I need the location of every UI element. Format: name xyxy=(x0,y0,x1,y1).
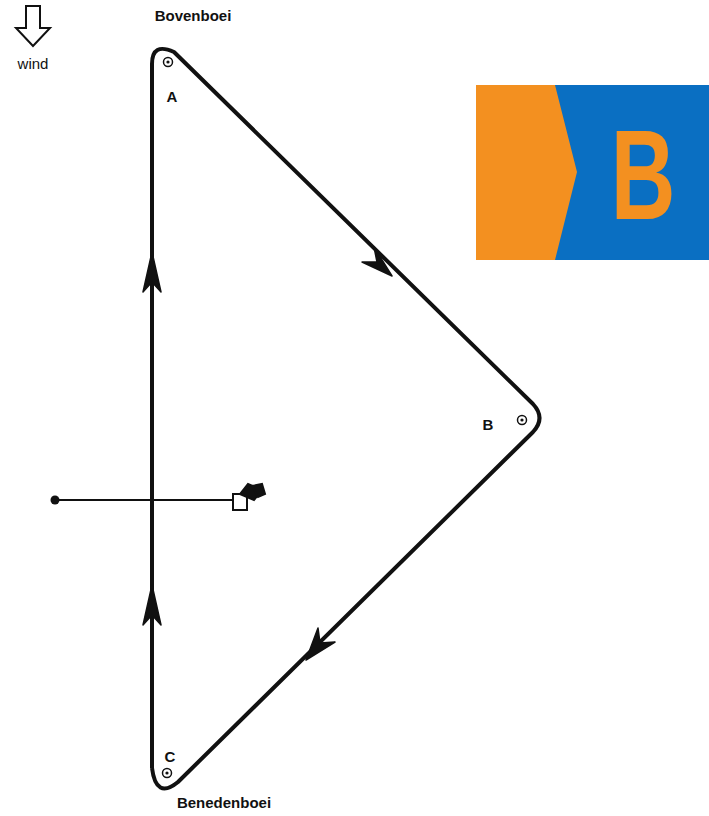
committee-boat xyxy=(233,484,265,510)
buoy-letter: C xyxy=(165,749,176,764)
course-arrowheads xyxy=(143,247,392,660)
logo-letter: B xyxy=(611,111,676,239)
buoys xyxy=(163,58,527,778)
buoy-letter: B xyxy=(483,417,494,432)
buoy-centres xyxy=(165,60,523,774)
logo-blue xyxy=(555,85,709,260)
buoy-name: Benedenboei xyxy=(177,795,271,810)
buoy-name: Bovenboei xyxy=(155,8,232,23)
buoy-letter: A xyxy=(167,89,178,104)
start-buoy xyxy=(51,496,60,505)
wind-label: wind xyxy=(18,56,49,71)
logo-orange xyxy=(476,85,709,260)
wind-arrow xyxy=(16,6,50,46)
course-line xyxy=(152,49,540,789)
start-line xyxy=(56,499,234,501)
